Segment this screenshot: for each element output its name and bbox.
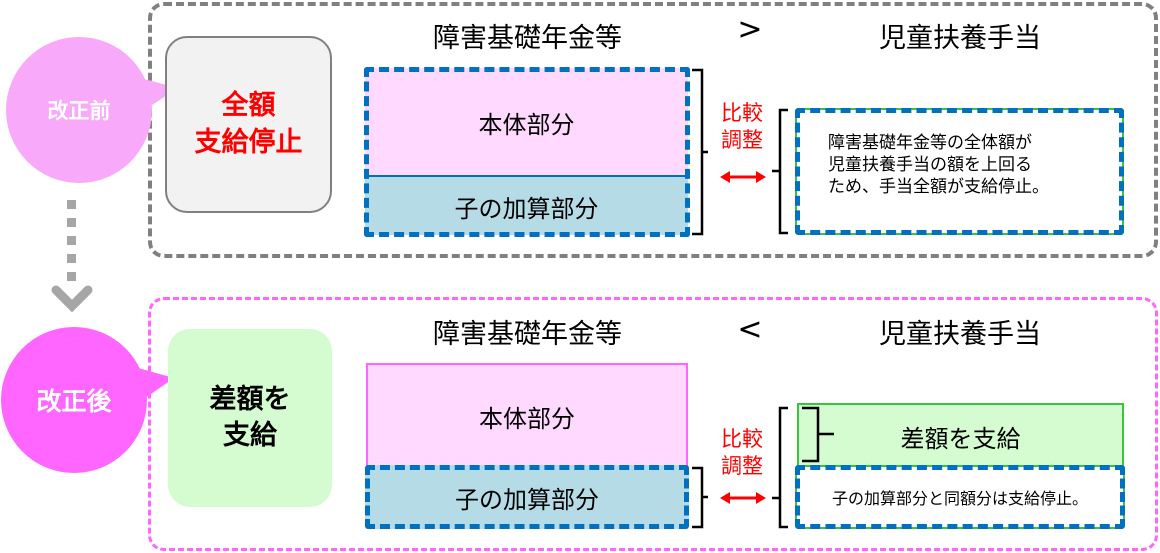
down-arrow-icon [51, 200, 93, 313]
after-right-heading: 児童扶養手当 [879, 319, 1041, 350]
after-result-box: 差額を 支給 [168, 329, 332, 507]
after-stopped-box: 子の加算部分と同額分は支給停止。 [795, 465, 1125, 529]
before-right-heading: 児童扶養手当 [879, 23, 1041, 54]
after-comparison-sign: < [737, 312, 763, 347]
before-left-heading: 障害基礎年金等 [433, 23, 622, 54]
before-right-brace [772, 108, 788, 235]
after-paid-brace [802, 406, 834, 463]
after-badge-label: 改正後 [36, 387, 112, 416]
after-adjust-line-2: 調整 [721, 454, 763, 479]
before-note-box: 障害基礎年金等の全体額が 児童扶養手当の額を上回る ため、手当全額が支給停止。 [795, 108, 1124, 235]
before-left-brace [692, 68, 708, 236]
before-adjust-line-2: 調整 [721, 128, 763, 153]
before-result-box: 全額 支給停止 [165, 36, 332, 213]
before-double-arrow-icon [720, 171, 766, 183]
before-child-part-label: 子の加算部分 [454, 194, 599, 223]
after-badge: 改正後 [1, 327, 147, 473]
after-right-brace [772, 406, 788, 529]
before-result-line-1: 全額 [221, 90, 276, 122]
before-note-line-1: 障害基礎年金等の全体額が [828, 133, 1032, 153]
before-badge: 改正前 [6, 37, 152, 183]
before-comparison-sign: > [737, 12, 763, 47]
before-pension-outline [364, 67, 690, 237]
after-child-part-label: 子の加算部分 [455, 485, 599, 514]
after-double-arrow-icon [720, 492, 766, 504]
before-main-part-label: 本体部分 [478, 110, 575, 139]
after-main-part: 本体部分 [366, 363, 688, 467]
before-result-line-2: 支給停止 [194, 126, 303, 158]
after-paid-part: 差額を支給 [797, 403, 1124, 467]
after-child-part: 子の加算部分 [365, 465, 689, 529]
before-badge-label: 改正前 [47, 99, 111, 123]
before-note-line-2: 児童扶養手当の額を上回る [828, 154, 1032, 175]
after-section [148, 297, 1158, 551]
after-left-heading: 障害基礎年金等 [433, 319, 622, 350]
before-adjust-line-1: 比較 [721, 101, 763, 125]
before-main-part: 本体部分 [365, 68, 688, 176]
after-adjust-line-1: 比較 [721, 427, 763, 451]
after-left-brace [692, 466, 708, 529]
after-stopped-note: 子の加算部分と同額分は支給停止。 [831, 489, 1088, 508]
after-main-part-label: 本体部分 [479, 404, 575, 433]
before-child-part: 子の加算部分 [365, 175, 688, 235]
after-result-line-1: 差額を [209, 383, 291, 415]
after-adjust-label: 比較 調整 [712, 426, 772, 481]
before-adjust-label: 比較 調整 [712, 100, 772, 155]
before-note-line-3: ため、手当全額が支給停止。 [828, 176, 1049, 197]
before-section [148, 2, 1158, 258]
after-result-line-2: 支給 [223, 420, 277, 451]
after-paid-part-label: 差額を支給 [900, 424, 1021, 453]
